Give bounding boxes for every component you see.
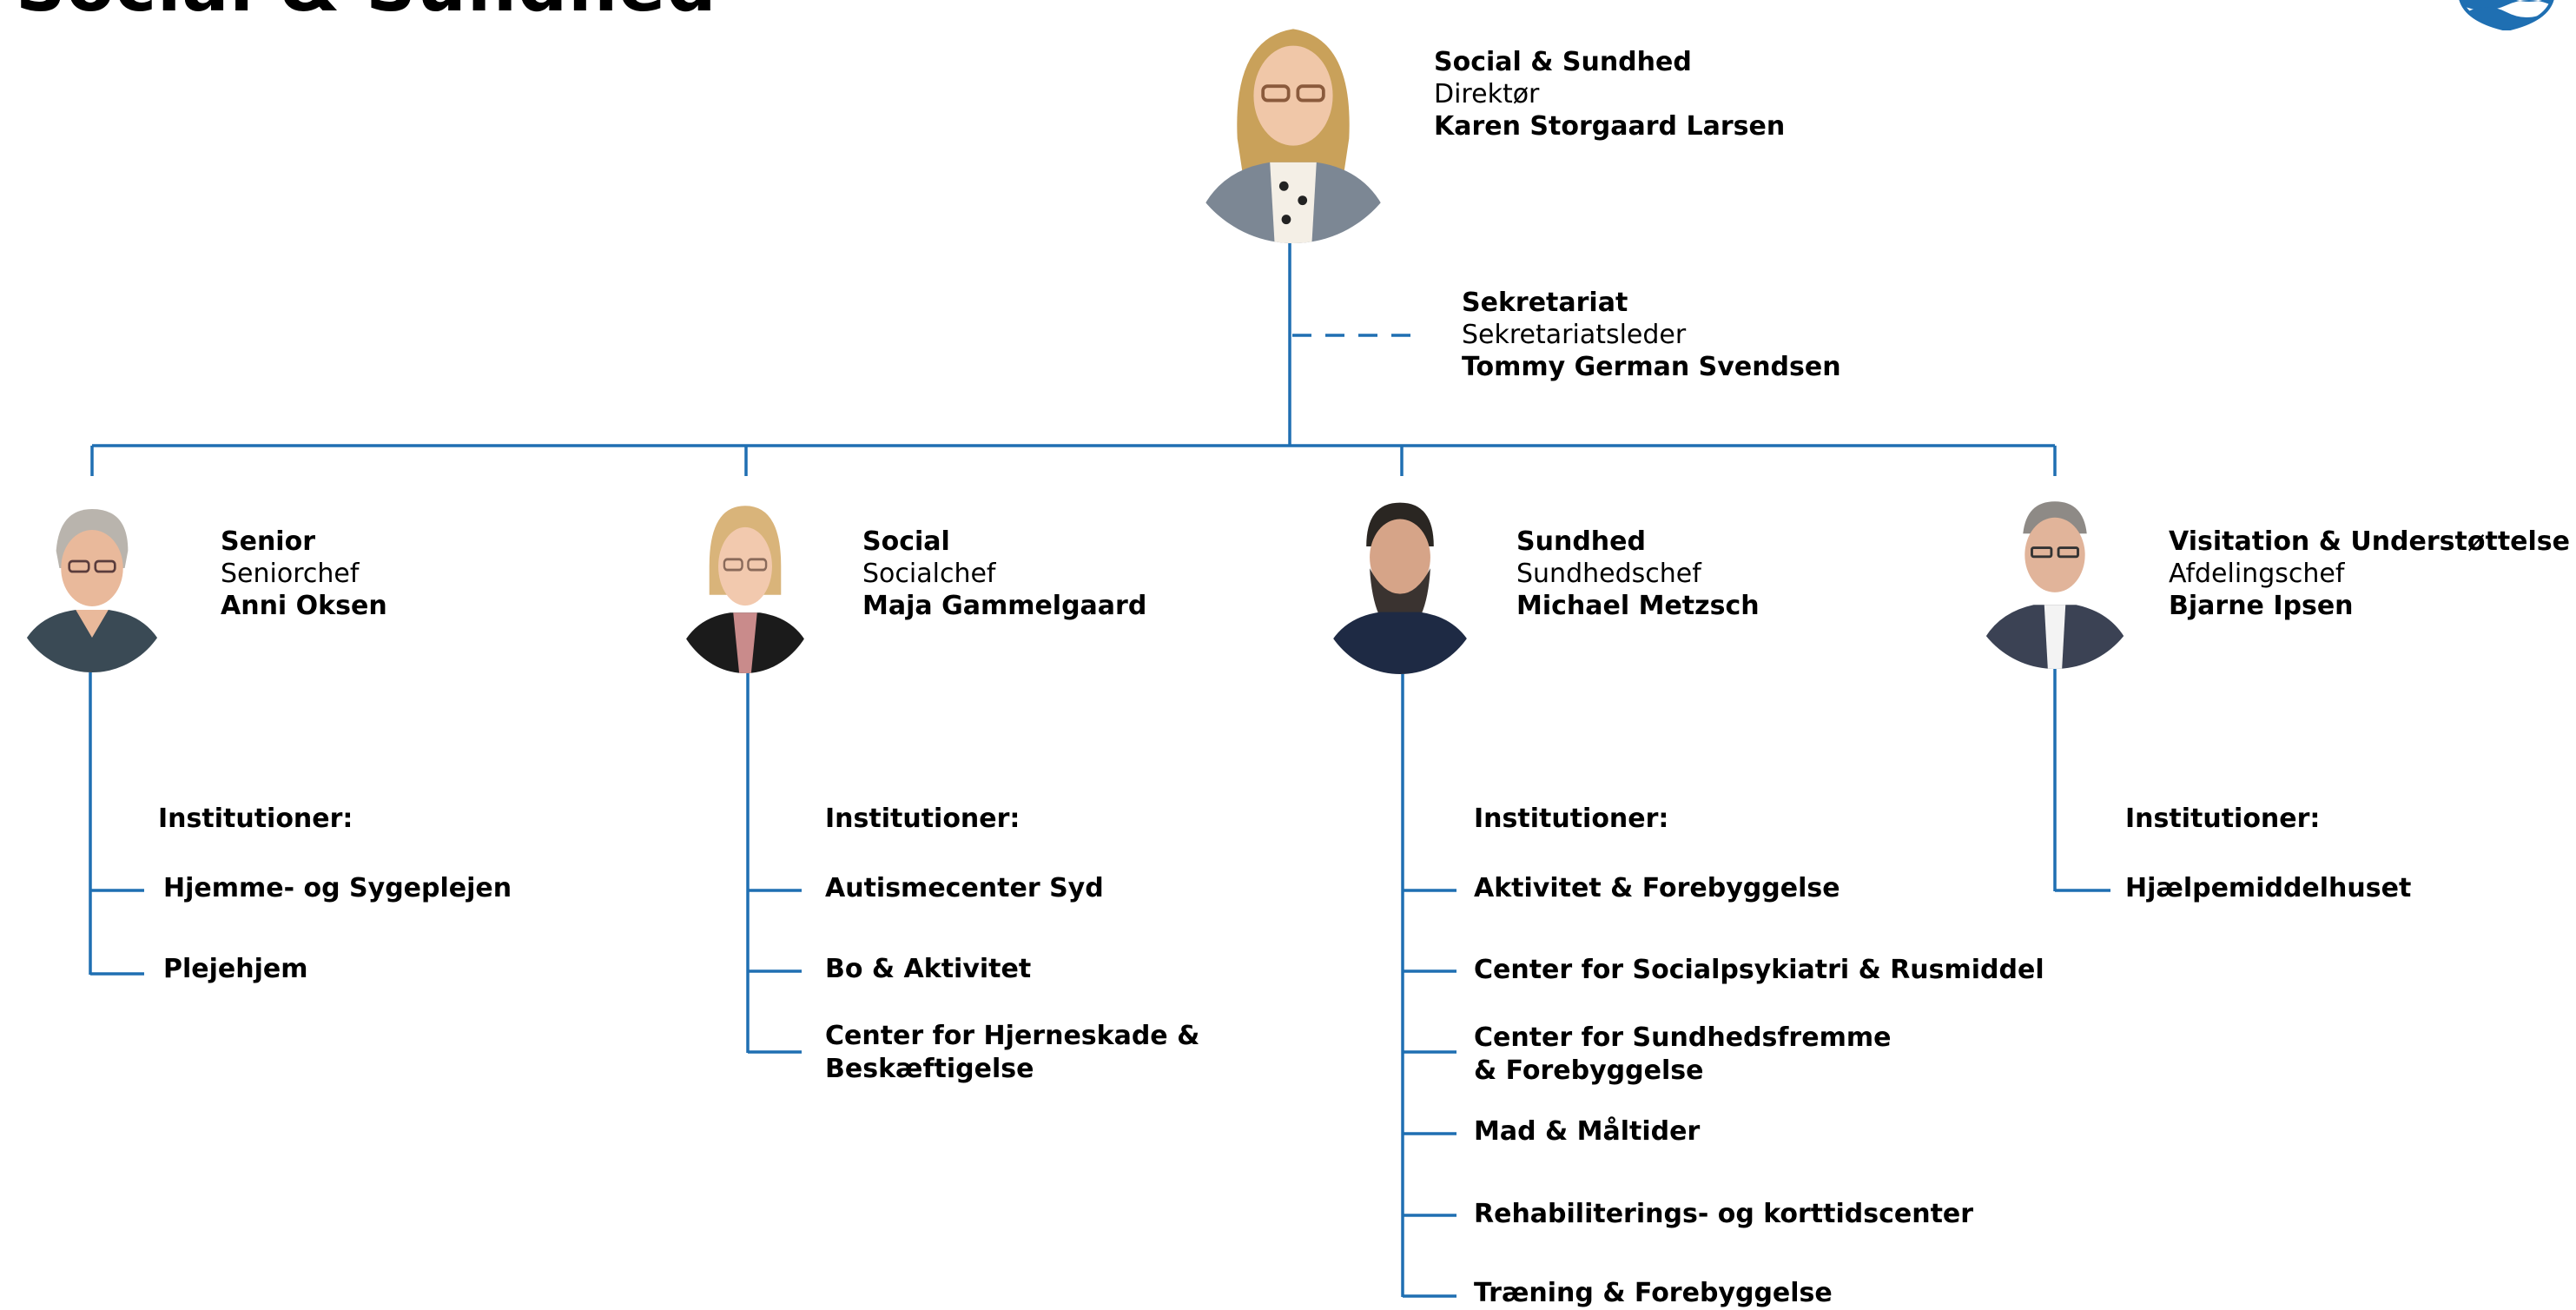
municipality-logo xyxy=(2459,0,2554,30)
secretariat-role: Sekretariatsleder xyxy=(1462,320,1687,350)
institution-item: & Forebyggelse xyxy=(1474,1055,1704,1086)
director-unit: Social & Sundhed xyxy=(1434,47,1692,77)
senior-unit: Senior xyxy=(221,526,315,557)
social-institutions-heading: Institutioner: xyxy=(825,804,1020,834)
institution-item: Beskæftigelse xyxy=(825,1054,1034,1084)
visitation-text: Visitation & Understøttelse Afdelingsche… xyxy=(2169,526,2570,622)
social-chief-photo xyxy=(670,495,820,673)
institution-item: Center for Hjerneskade & xyxy=(825,1021,1200,1051)
institution-item: Plejehjem xyxy=(163,954,308,984)
institution-item: Træning & Forebyggelse xyxy=(1474,1278,1833,1308)
social-name: Maja Gammelgaard xyxy=(862,591,1147,621)
director-name: Karen Storgaard Larsen xyxy=(1434,111,1786,142)
visitation-institutions-heading: Institutioner: xyxy=(2125,804,2321,834)
visitation-name: Bjarne Ipsen xyxy=(2169,591,2354,621)
senior-text: Senior Seniorchef Anni Oksen xyxy=(221,526,387,622)
director-text: Social & Sundhed Direktør Karen Storgaar… xyxy=(1434,46,1785,142)
senior-institutions-heading: Institutioner: xyxy=(158,804,353,834)
institution-item: Aktivitet & Forebyggelse xyxy=(1474,873,1840,903)
social-text: Social Socialchef Maja Gammelgaard xyxy=(862,526,1146,622)
visitation-unit: Visitation & Understøttelse xyxy=(2169,526,2570,557)
visitation-chief-photo xyxy=(1966,491,2143,669)
page-title: Social & Sundhed xyxy=(16,0,717,27)
director-photo xyxy=(1177,5,1410,243)
social-role: Socialchef xyxy=(862,559,996,589)
institution-item: Autismecenter Syd xyxy=(825,873,1104,903)
secretariat-text: Sekretariat Sekretariatsleder Tommy Germ… xyxy=(1462,287,1841,383)
health-institutions-heading: Institutioner: xyxy=(1474,804,1669,834)
institution-item: Center for Socialpsykiatri & Rusmiddel xyxy=(1474,955,2044,985)
visitation-role: Afdelingschef xyxy=(2169,559,2345,589)
health-unit: Sundhed xyxy=(1516,526,1646,557)
social-unit: Social xyxy=(862,526,950,557)
health-chief-photo xyxy=(1316,492,1484,674)
senior-role: Seniorchef xyxy=(221,559,360,589)
director-role: Direktør xyxy=(1434,79,1540,109)
institution-item: Mad & Måltider xyxy=(1474,1116,1701,1147)
institution-item: Center for Sundhedsfremme xyxy=(1474,1022,1892,1053)
health-name: Michael Metzsch xyxy=(1516,591,1760,621)
institution-item: Bo & Aktivitet xyxy=(825,954,1032,984)
institution-item: Rehabiliterings- og korttidscenter xyxy=(1474,1199,1974,1229)
health-role: Sundhedschef xyxy=(1516,559,1701,589)
secretariat-name: Tommy German Svendsen xyxy=(1462,352,1841,382)
institution-item: Hjælpemiddelhuset xyxy=(2125,873,2412,903)
health-text: Sundhed Sundhedschef Michael Metzsch xyxy=(1516,526,1760,622)
senior-name: Anni Oksen xyxy=(221,591,387,621)
secretariat-unit: Sekretariat xyxy=(1462,288,1628,318)
senior-chief-photo xyxy=(10,499,174,672)
institution-item: Hjemme- og Sygeplejen xyxy=(163,873,512,903)
